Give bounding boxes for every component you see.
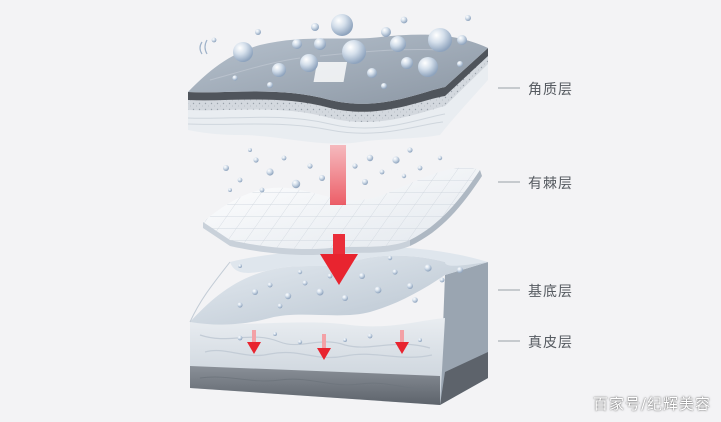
watermark: 百家号/纪辉美容 [592,395,711,413]
corneum-sheet [187,14,488,144]
spinous-sheet [203,147,482,256]
label-stratum-corneum: 角质层 [528,82,573,98]
penetration-arrow [320,145,358,285]
label-stratum-basale: 基底层 [528,284,573,300]
leader-lines [498,87,520,342]
dermis-arrows [247,330,409,360]
label-stratum-spinosum: 有棘层 [528,176,573,192]
label-dermis: 真皮层 [528,335,573,351]
